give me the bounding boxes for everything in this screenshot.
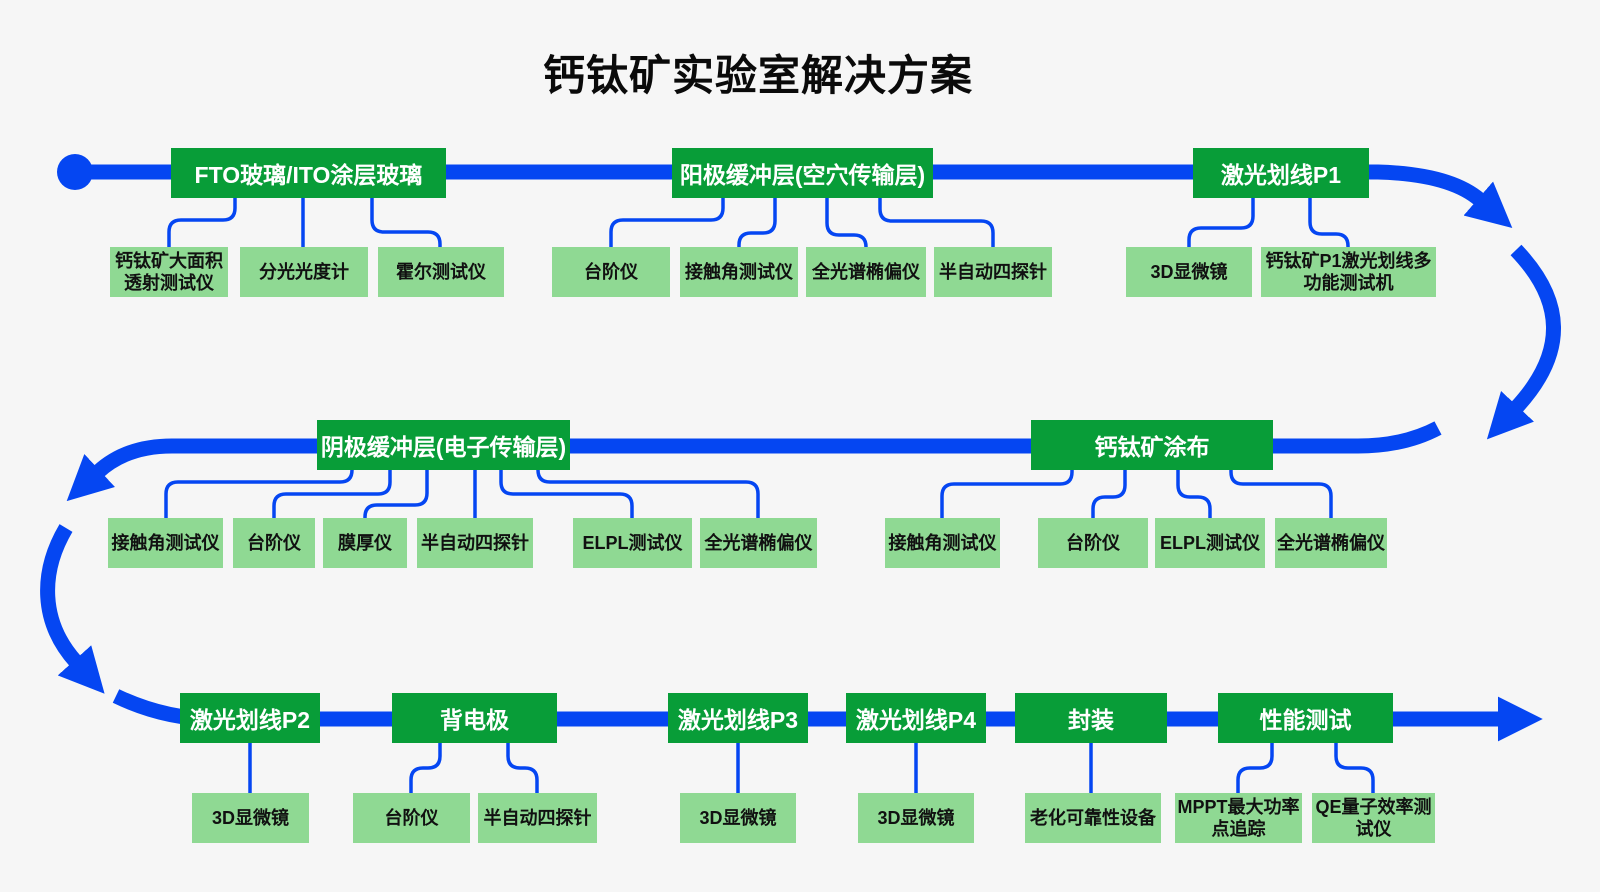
stage-back-electrode: 背电极 <box>392 693 557 743</box>
stage-performance-test: 性能测试 <box>1218 693 1393 743</box>
connector <box>878 198 995 247</box>
connector <box>1229 470 1333 518</box>
item-coating-3: 全光谱椭偏仪 <box>1275 518 1387 568</box>
connector <box>1334 743 1375 793</box>
connector <box>940 470 1074 518</box>
flow-row1-line-arrow-icon <box>75 164 1513 228</box>
flow-row2-line-arrow-icon <box>66 421 1442 502</box>
stage-laser-scribing-p2: 激光划线P2 <box>180 693 320 743</box>
connector <box>609 198 725 247</box>
item-anode-buffer-3: 半自动四探针 <box>934 247 1052 297</box>
stage-encapsulation: 封装 <box>1015 693 1167 743</box>
connector <box>506 743 539 793</box>
item-back-electrode-1: 半自动四探针 <box>478 793 597 843</box>
flow-left-curve-arrow-icon <box>40 524 105 694</box>
item-encapsulation-0: 老化可靠性设备 <box>1025 793 1161 843</box>
item-laser-p3-0: 3D显微镜 <box>680 793 796 843</box>
item-laser-p4-0: 3D显微镜 <box>858 793 974 843</box>
item-laser-p1-0: 3D显微镜 <box>1126 247 1252 297</box>
item-performance-0: MPPT最大功率点追踪 <box>1175 793 1302 843</box>
stage-fto-glass: FTO玻璃/ITO涂层玻璃 <box>171 148 446 198</box>
connector <box>499 470 634 518</box>
stage-laser-scribing-p4: 激光划线P4 <box>846 693 986 743</box>
connector <box>1176 470 1212 518</box>
item-fto-glass-1: 分光光度计 <box>240 247 368 297</box>
stage-perovskite-coating: 钙钛矿涂布 <box>1031 420 1273 470</box>
connector <box>1091 470 1127 518</box>
item-laser-p2-0: 3D显微镜 <box>192 793 309 843</box>
item-cathode-buffer-5: 全光谱椭偏仪 <box>700 518 817 568</box>
item-cathode-buffer-3: 半自动四探针 <box>417 518 533 568</box>
item-laser-p1-1: 钙钛矿P1激光划线多功能测试机 <box>1261 247 1436 297</box>
connector <box>1187 198 1255 247</box>
connector <box>370 198 442 247</box>
connector <box>164 469 354 518</box>
connector <box>363 470 429 518</box>
stage-cathode-buffer-layer: 阴极缓冲层(电子传输层) <box>317 420 570 470</box>
connector <box>167 198 237 247</box>
connector <box>1236 743 1274 793</box>
item-back-electrode-0: 台阶仪 <box>353 793 470 843</box>
item-performance-1: QE量子效率测试仪 <box>1312 793 1435 843</box>
page-title: 钙钛矿实验室解决方案 <box>542 52 973 99</box>
connector <box>1308 198 1350 247</box>
stage-laser-scribing-p1: 激光划线P1 <box>1193 148 1369 198</box>
connector <box>737 198 777 247</box>
item-anode-buffer-1: 接触角测试仪 <box>680 247 798 297</box>
connector <box>825 198 868 248</box>
item-coating-0: 接触角测试仪 <box>885 518 1000 568</box>
flow-right-curve-arrow-icon <box>1486 244 1561 440</box>
item-cathode-buffer-2: 膜厚仪 <box>323 518 407 568</box>
item-coating-2: ELPL测试仪 <box>1155 518 1265 568</box>
connector <box>536 469 760 518</box>
item-anode-buffer-2: 全光谱椭偏仪 <box>806 247 926 297</box>
stage-laser-scribing-p3: 激光划线P3 <box>668 693 808 743</box>
item-cathode-buffer-4: ELPL测试仪 <box>573 518 692 568</box>
item-cathode-buffer-1: 台阶仪 <box>233 518 315 568</box>
item-anode-buffer-0: 台阶仪 <box>552 247 670 297</box>
item-fto-glass-2: 霍尔测试仪 <box>378 247 504 297</box>
item-cathode-buffer-0: 接触角测试仪 <box>108 518 223 568</box>
connector <box>409 743 442 793</box>
item-coating-1: 台阶仪 <box>1038 518 1148 568</box>
connector <box>272 470 392 518</box>
item-fto-glass-0: 钙钛矿大面积透射测试仪 <box>110 247 228 297</box>
stage-anode-buffer-layer: 阳极缓冲层(空穴传输层) <box>672 148 933 198</box>
